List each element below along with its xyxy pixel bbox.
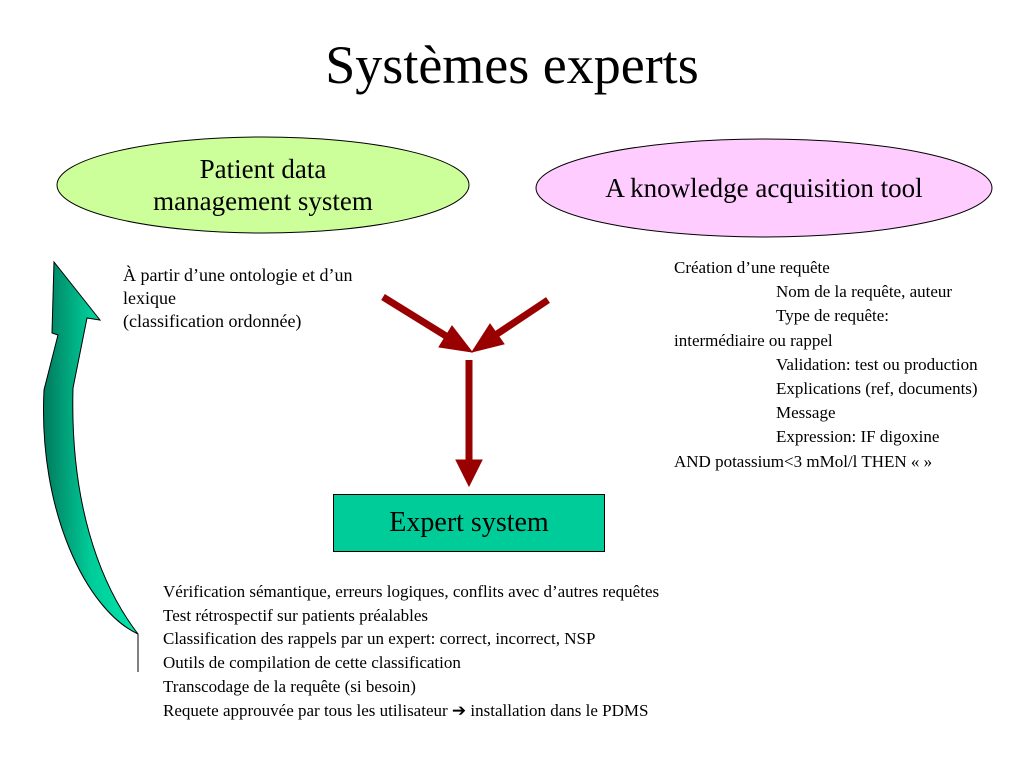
requete-line: Expression: IF digoxine xyxy=(776,427,940,447)
arrow-left-head xyxy=(438,325,474,353)
verification-suffix: installation dans le PDMS xyxy=(470,700,649,720)
expert-system-box: Expert system xyxy=(333,494,605,552)
pdms-label-line2: management system xyxy=(153,186,373,216)
requete-line: Message xyxy=(776,403,836,423)
verification-steps: Vérification sémantique, erreurs logique… xyxy=(163,580,803,722)
requete-line: Explications (ref, documents) xyxy=(776,379,978,399)
pdms-ellipse xyxy=(56,136,470,234)
ontology-line: (classification ordonnée) xyxy=(123,311,302,331)
arrow-right-head xyxy=(470,323,505,353)
requete-line: Création d’une requête xyxy=(674,258,830,277)
verification-step: Transcodage de la requête (si besoin) xyxy=(163,676,416,696)
requete-line: Type de requête: xyxy=(776,306,890,326)
expert-system-label: Expert system xyxy=(389,507,549,538)
requete-line: AND potassium<3 mMol/l THEN « » xyxy=(674,451,933,471)
requete-line: intermédiaire ou rappel xyxy=(674,330,833,350)
verification-step: Vérification sémantique, erreurs logique… xyxy=(163,582,660,601)
requete-line: Validation: test ou production xyxy=(776,354,978,374)
kat-label: A knowledge acquisition tool xyxy=(605,173,923,203)
pdms-label-line1: Patient data xyxy=(199,154,327,184)
page-title: Systèmes experts xyxy=(325,35,699,95)
ontology-line: À partir d’une ontologie et d’un xyxy=(123,265,353,285)
right-arrow-icon: ➔ xyxy=(451,700,467,720)
kat-ellipse xyxy=(535,138,993,238)
pdms-node: Patient data management system xyxy=(58,138,468,232)
verification-step: Test rétrospectif sur patients préalable… xyxy=(163,605,429,625)
requete-line: Nom de la requête, auteur xyxy=(776,282,953,302)
ontology-note: À partir d’une ontologie et d’un lexique… xyxy=(123,264,443,333)
requete-note: Création d’une requête Nom de la requête… xyxy=(674,256,1019,474)
kat-node: A knowledge acquisition tool xyxy=(536,140,992,236)
verification-step: Outils de compilation de cette classific… xyxy=(163,653,461,673)
converging-arrows xyxy=(381,294,550,488)
verification-step: Requete approuvée par tous les utilisate… xyxy=(163,700,448,720)
arrow-right-line xyxy=(495,297,550,337)
arrow-left-line xyxy=(381,294,448,339)
feedback-curved-arrow xyxy=(42,260,139,672)
verification-step-last: Requete approuvée par tous les utilisate… xyxy=(163,699,803,723)
ontology-line: lexique xyxy=(123,288,176,308)
verification-step: Classification des rappels par un expert… xyxy=(163,629,596,649)
arrow-down-head xyxy=(455,459,483,488)
